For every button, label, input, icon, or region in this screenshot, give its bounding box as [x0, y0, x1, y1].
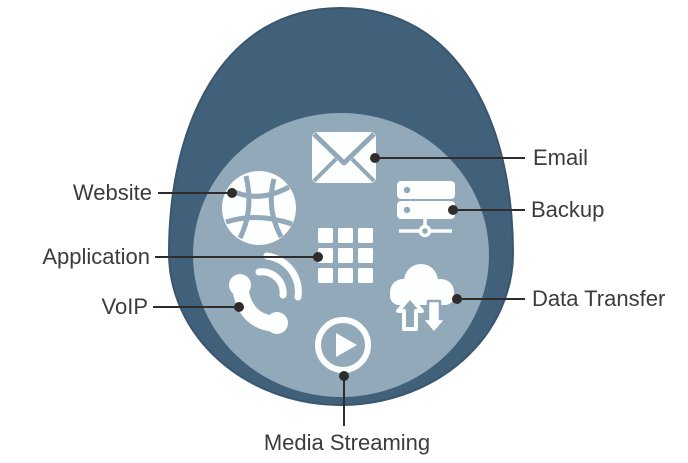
label-website: Website [72, 180, 152, 205]
globe-icon [222, 171, 296, 245]
connector-lines [153, 153, 525, 426]
website-connector [158, 188, 237, 198]
backup-connector [448, 205, 525, 215]
email-connector-dot [370, 153, 380, 163]
label-voip: VoIP [101, 294, 148, 319]
application-connector-dot [313, 252, 323, 262]
voip-connector [153, 302, 244, 312]
envelope-icon [312, 132, 376, 183]
grid-icon [318, 228, 373, 283]
data-transfer-connector [452, 294, 525, 304]
label-media-streaming: Media Streaming [263, 430, 431, 455]
website-connector-dot [227, 188, 237, 198]
media-streaming-connector [339, 371, 349, 426]
label-backup: Backup [531, 197, 605, 222]
data-transfer-connector-dot [452, 294, 462, 304]
server-network-icon [397, 181, 455, 238]
voip-connector-dot [234, 302, 244, 312]
label-data-transfer: Data Transfer [532, 286, 666, 311]
application-connector [155, 252, 323, 262]
backup-connector-dot [448, 205, 458, 215]
media-streaming-connector-dot [339, 371, 349, 381]
play-button-icon [315, 317, 371, 373]
cloud-up-down-arrows-icon [390, 264, 454, 335]
label-email: Email [533, 145, 589, 170]
email-connector [370, 153, 525, 163]
label-application: Application [42, 244, 150, 269]
